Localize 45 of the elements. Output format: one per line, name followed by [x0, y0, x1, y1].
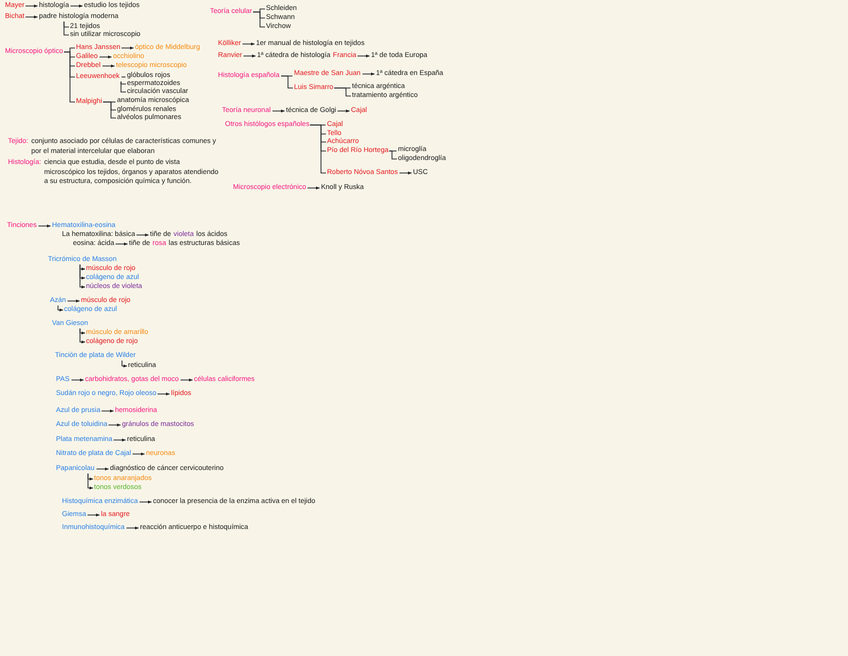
- arrow: [25, 4, 38, 8]
- bracket-line: [388, 150, 398, 160]
- bracket-line: [310, 124, 326, 174]
- arrow: [87, 513, 100, 517]
- arrow: [307, 186, 320, 190]
- bracket-line: [120, 81, 126, 84]
- bracket-line: [102, 102, 116, 118]
- arrow: [132, 452, 145, 456]
- bracket-line: [64, 52, 76, 102]
- arrow: [88, 473, 94, 490]
- arrow: [357, 54, 370, 58]
- bracket-line: [280, 76, 294, 88]
- arrow: [399, 171, 412, 175]
- arrow: [58, 305, 64, 312]
- arrow: [99, 55, 112, 59]
- arrow: [180, 378, 193, 382]
- arrow: [80, 328, 86, 344]
- arrow: [101, 409, 114, 413]
- arrow: [67, 299, 80, 303]
- arrow: [96, 467, 109, 471]
- arrow: [80, 264, 86, 289]
- arrow: [242, 42, 255, 46]
- bracket-line: [120, 81, 126, 92]
- arrow: [121, 46, 134, 50]
- arrow: [126, 526, 139, 530]
- arrow: [25, 15, 38, 19]
- arrow: [362, 72, 375, 76]
- arrow: [71, 378, 84, 382]
- arrow: [108, 423, 121, 427]
- bracket-line: [121, 76, 126, 78]
- arrow: [136, 233, 149, 237]
- arrow: [113, 438, 126, 442]
- arrow: [272, 109, 285, 113]
- arrow: [337, 109, 350, 113]
- arrow: [122, 360, 128, 368]
- arrow: [102, 64, 115, 68]
- bracket-line: [252, 12, 266, 28]
- arrow: [70, 4, 83, 8]
- bracket-line: [334, 88, 352, 96]
- arrow: [243, 54, 256, 58]
- bracket-line: [64, 21, 70, 36]
- arrow: [115, 242, 128, 246]
- arrow: [139, 500, 152, 504]
- arrow: [38, 224, 51, 228]
- arrow: [157, 392, 170, 396]
